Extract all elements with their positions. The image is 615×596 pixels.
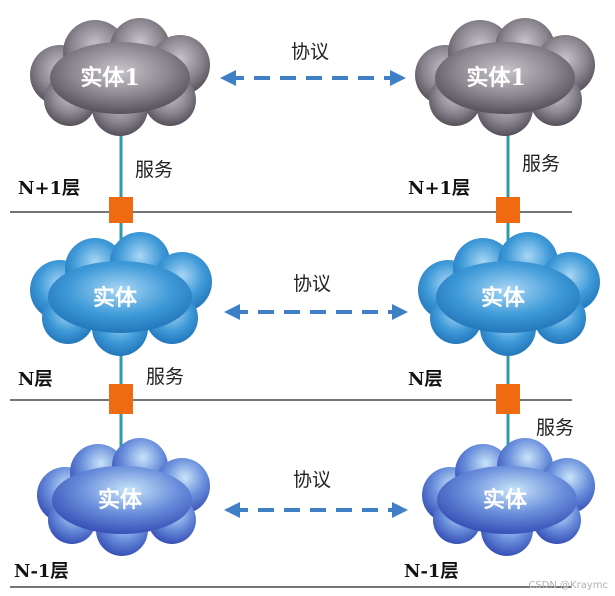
service-box-left-top: [109, 197, 133, 223]
entity-label-top-right: 实体1: [466, 65, 525, 91]
entity-label-mid-left: 实体: [93, 285, 138, 311]
cloud-entity-bottom-left: [37, 438, 210, 556]
layer-label-bottom-left: N-1层: [14, 561, 68, 582]
cloud-entity-top-right: [415, 18, 595, 136]
service-label-left-top: 服务: [135, 159, 173, 181]
cloud-entity-mid-left: [30, 232, 212, 356]
layer-label-top-left: N+1层: [18, 178, 80, 199]
cloud-entity-top-left: [30, 18, 210, 136]
service-label-right-top: 服务: [522, 153, 560, 175]
entity-label-mid-right: 实体: [481, 285, 526, 311]
entity-label-bottom-right: 实体: [483, 487, 528, 513]
service-label-left-mid: 服务: [146, 366, 184, 388]
entity-label-top-left: 实体1: [80, 65, 139, 91]
cloud-entity-bottom-right: [422, 438, 595, 556]
service-box-right-top: [496, 197, 520, 223]
watermark: CSDN @Kraymc: [528, 580, 608, 591]
entity-label-bottom-left: 实体: [98, 487, 143, 513]
service-label-right-mid: 服务: [536, 417, 574, 439]
service-box-right-mid: [496, 384, 520, 414]
protocol-label-bottom: 协议: [293, 469, 331, 491]
protocol-label-top: 协议: [291, 41, 329, 63]
layer-label-mid-left: N层: [18, 369, 52, 390]
protocol-label-mid: 协议: [293, 273, 331, 295]
layer-label-mid-right: N层: [408, 369, 442, 390]
layer-label-bottom-right: N-1层: [404, 561, 458, 582]
cloud-entity-mid-right: [418, 232, 600, 356]
service-box-left-mid: [109, 384, 133, 414]
layer-label-top-right: N+1层: [408, 178, 470, 199]
